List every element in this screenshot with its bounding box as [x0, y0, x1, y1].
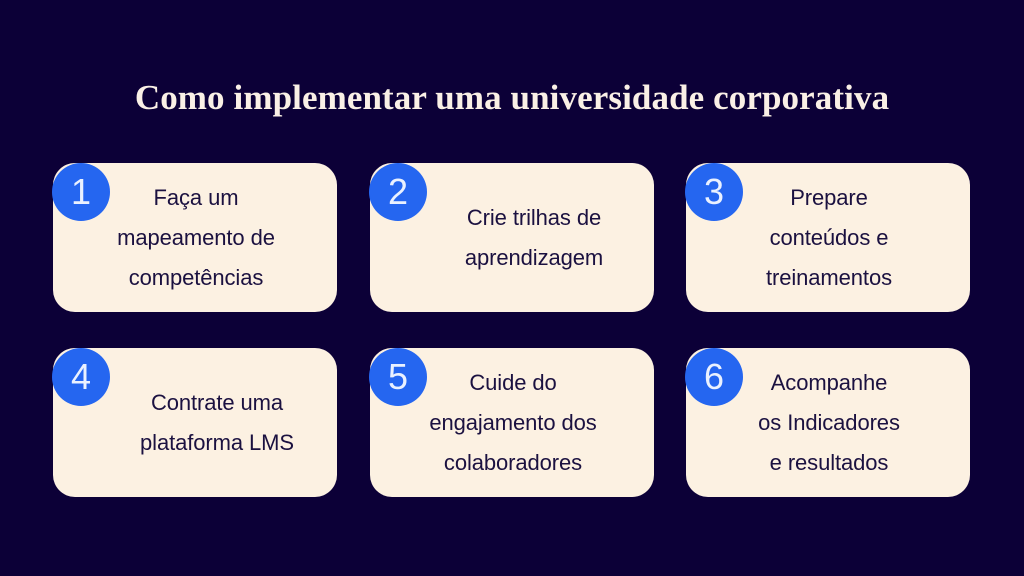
step-label-4: Contrate uma plataforma LMS: [140, 389, 294, 455]
step-card-6[interactable]: 6 Acompanhe os Indicadores e resultados: [685, 348, 970, 497]
step-label-2: Crie trilhas de aprendizagem: [464, 204, 604, 270]
step-label-3: Prepare conteúdos e treinamentos: [766, 184, 892, 290]
step-label-6: Acompanhe os Indicadores e resultados: [758, 369, 900, 475]
step-number-badge-2: 2: [369, 163, 427, 221]
step-number-badge-6: 6: [685, 348, 743, 406]
step-label-1: Faça um mapeamento de competências: [117, 184, 275, 290]
step-card-1[interactable]: 1 Faça um mapeamento de competências: [52, 163, 337, 312]
page-title: Como implementar uma universidade corpor…: [134, 78, 890, 117]
step-number-badge-3: 3: [685, 163, 743, 221]
step-card-3[interactable]: 3 Prepare conteúdos e treinamentos: [685, 163, 970, 312]
step-number-badge-5: 5: [369, 348, 427, 406]
step-number-badge-1: 1: [52, 163, 110, 221]
step-label-5: Cuide do engajamento dos colaboradores: [429, 369, 597, 475]
step-number-badge-4: 4: [52, 348, 110, 406]
step-card-5[interactable]: 5 Cuide do engajamento dos colaboradores: [369, 348, 654, 497]
step-card-2[interactable]: 2 Crie trilhas de aprendizagem: [369, 163, 654, 312]
steps-grid: 1 Faça um mapeamento de competências 2 C…: [52, 163, 973, 497]
step-card-4[interactable]: 4 Contrate uma plataforma LMS: [52, 348, 337, 497]
